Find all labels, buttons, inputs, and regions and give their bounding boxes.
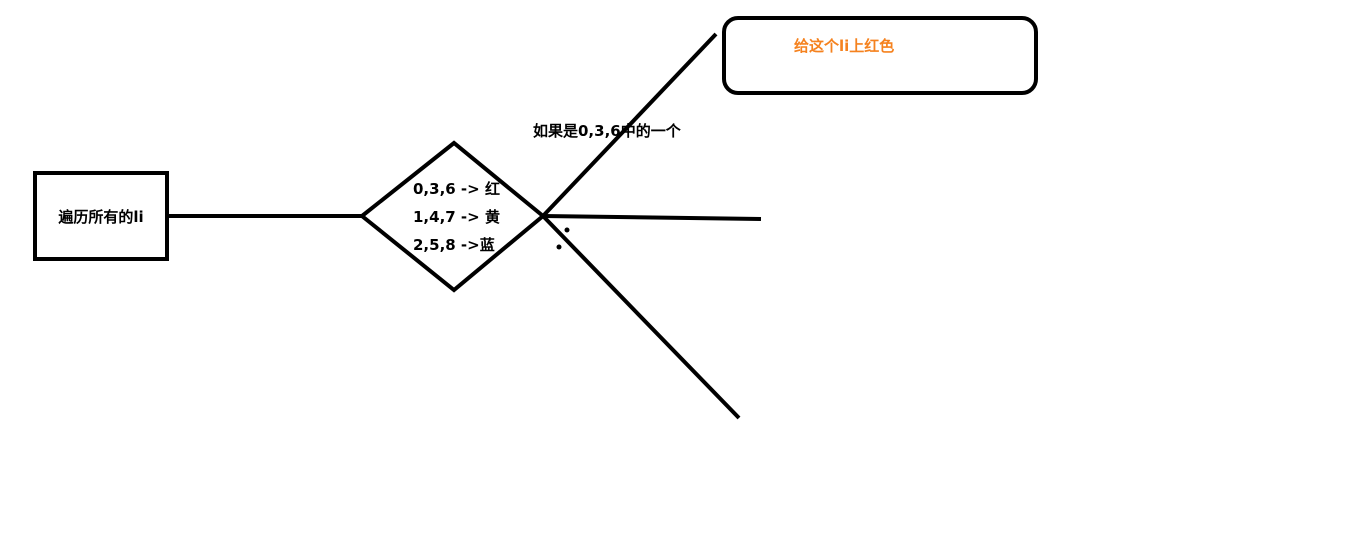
ellipsis-dot-2 <box>556 244 562 250</box>
start-box-label: 遍历所有的li <box>57 208 143 226</box>
branch-line-top <box>541 32 718 218</box>
decision-line-1: 0,3,6 -> 红 <box>413 180 500 198</box>
decision-line-2: 1,4,7 -> 黄 <box>413 208 500 226</box>
result-box-label: 给这个li上红色 <box>794 37 894 55</box>
branch-line-bottom <box>541 214 741 420</box>
decision-line-3: 2,5,8 ->蓝 <box>413 236 495 254</box>
result-box <box>722 16 1038 95</box>
ellipsis-dot-1 <box>564 227 570 233</box>
branch-top-label: 如果是0,3,6中的一个 <box>533 122 682 140</box>
branch-line-middle <box>542 214 762 221</box>
